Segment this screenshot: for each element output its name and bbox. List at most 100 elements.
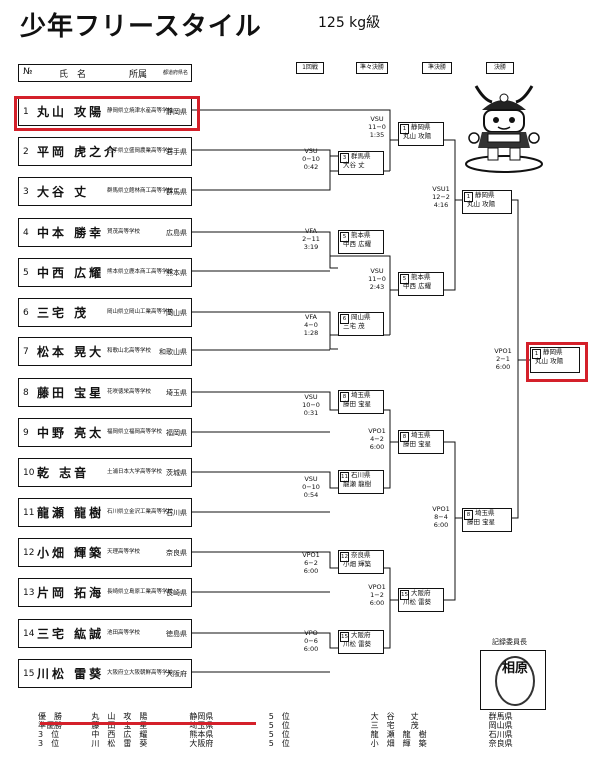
round-header-1: 1回戦 xyxy=(296,62,324,74)
entry-number: 11 xyxy=(23,508,35,518)
header-name: 氏 名 xyxy=(59,70,87,80)
entry-14: 14 三宅 紘誠 池田高等学校 徳島県 xyxy=(18,619,192,648)
entry-pref: 徳島県 xyxy=(166,630,187,638)
champion-highlight-final xyxy=(526,342,588,382)
signature-box xyxy=(480,650,546,710)
header-no: № xyxy=(23,67,33,77)
entry-number: 2 xyxy=(23,147,29,157)
entry-2: 2 平岡 虎之介 岩手県立盛岡農業高等学校 岩手県 xyxy=(18,137,192,166)
entry-number: 9 xyxy=(23,428,29,438)
entry-4: 4 中本 勝幸 賀茂高等学校 広島県 xyxy=(18,218,192,247)
entry-school: 賀茂高等学校 xyxy=(107,229,141,235)
line-final-top xyxy=(455,199,519,360)
table-row: 優 勝丸 山 攻 陽静岡県 5 位大 谷 丈群馬県 xyxy=(38,712,513,721)
entry-school: 岡山県立岡山工業高等学校 xyxy=(107,309,174,315)
entry-number: 7 xyxy=(23,347,29,357)
entry-number: 8 xyxy=(23,388,29,398)
entry-school: 福岡県立福岡高等学校 xyxy=(107,429,163,435)
entry-number: 3 xyxy=(23,187,29,197)
entry-5: 5 中西 広耀 熊本県立鹿本商工高等学校 熊本県 xyxy=(18,258,192,287)
entry-pref: 埼玉県 xyxy=(166,389,187,397)
entry-school: 和歌山北高等学校 xyxy=(107,348,152,354)
entry-number: 5 xyxy=(23,268,29,278)
entry-8: 8 藤田 宝星 花咲徳栄高等学校 埼玉県 xyxy=(18,378,192,407)
entry-12: 12 小畑 輝築 天理高等学校 奈良県 xyxy=(18,538,192,567)
entry-pref: 広島県 xyxy=(166,229,187,237)
champion-underline xyxy=(40,722,256,725)
header-prefecture: 都道府県名 xyxy=(162,70,188,76)
entry-name: 丸山 攻陽 xyxy=(37,105,105,119)
entry-header: № 氏 名 所属 都道府県名 xyxy=(18,64,192,82)
standings-table: 優 勝丸 山 攻 陽静岡県 5 位大 谷 丈群馬県 準優勝藤 田 宝 星埼玉県 … xyxy=(34,712,538,748)
entry-number: 12 xyxy=(23,548,35,558)
header-affiliation: 所属 xyxy=(129,70,148,80)
entry-6: 6 三宅 茂 岡山県立岡山工業高等学校 岡山県 xyxy=(18,298,192,327)
line-final-bot xyxy=(455,359,530,519)
entry-pref: 大阪府 xyxy=(166,670,187,678)
entry-pref: 岩手県 xyxy=(166,148,187,156)
entry-name: 三宅 茂 xyxy=(37,306,90,320)
entry-3: 3 大谷 丈 群馬県立館林商工高等学校 群馬県 xyxy=(18,177,192,206)
entry-name: 龍瀬 龍樹 xyxy=(37,506,105,520)
entry-1: 1 丸山 攻陽 静岡県立焼津水産高等学校 静岡県 xyxy=(18,97,192,126)
entry-school: 長崎県立島原工業高等学校 xyxy=(107,589,174,595)
line-e4 xyxy=(190,231,338,269)
entry-pref: 静岡県 xyxy=(166,108,187,116)
entry-pref: 長崎県 xyxy=(166,589,187,597)
line-r1b xyxy=(330,255,391,335)
entry-name: 小畑 輝築 xyxy=(37,546,105,560)
entry-pref: 群馬県 xyxy=(166,188,187,196)
entry-school: 静岡県立焼津水産高等学校 xyxy=(107,108,174,114)
weight-class: 125 kg級 xyxy=(318,15,381,31)
round-header-3: 準決勝 xyxy=(422,62,452,74)
entry-name: 中本 勝幸 xyxy=(37,226,105,240)
entry-number: 6 xyxy=(23,308,29,318)
table-row: 3 位中 西 広 耀熊本県 5 位龍 瀬 龍 樹石川県 xyxy=(38,730,513,739)
entry-name: 三宅 紘誠 xyxy=(37,627,105,641)
entry-name: 川松 雷葵 xyxy=(37,667,105,681)
entry-15: 15 川松 雷葵 大阪府立大阪朝鮮高等学校 大阪府 xyxy=(18,659,192,688)
entry-number: 14 xyxy=(23,629,35,639)
entry-name: 乾 志音 xyxy=(37,466,90,480)
entry-school: 石川県立金沢工業高等学校 xyxy=(107,509,174,515)
entry-pref: 奈良県 xyxy=(166,549,187,557)
entry-name: 大谷 丈 xyxy=(37,185,90,199)
entry-number: 4 xyxy=(23,228,29,238)
entry-name: 中西 広耀 xyxy=(37,266,105,280)
entry-school: 天理高等学校 xyxy=(107,549,141,555)
entry-school: 池田高等学校 xyxy=(107,630,141,636)
round-header-4: 決勝 xyxy=(486,62,514,74)
line-e2 xyxy=(190,149,331,156)
entry-10: 10 乾 志音 土浦日本大学高等学校 茨城県 xyxy=(18,458,192,487)
entry-7: 7 松本 晃大 和歌山北高等学校 和歌山県 xyxy=(18,337,192,366)
entry-pref: 福岡県 xyxy=(166,429,187,437)
seal-stamp: 相原 xyxy=(495,656,535,706)
champion-highlight-entry xyxy=(14,96,200,131)
entry-school: 熊本県立鹿本商工高等学校 xyxy=(107,269,174,275)
line-e1 xyxy=(190,109,391,171)
entry-name: 中野 亮太 xyxy=(37,426,105,440)
entry-number: 1 xyxy=(23,107,29,117)
entry-number: 13 xyxy=(23,588,35,598)
